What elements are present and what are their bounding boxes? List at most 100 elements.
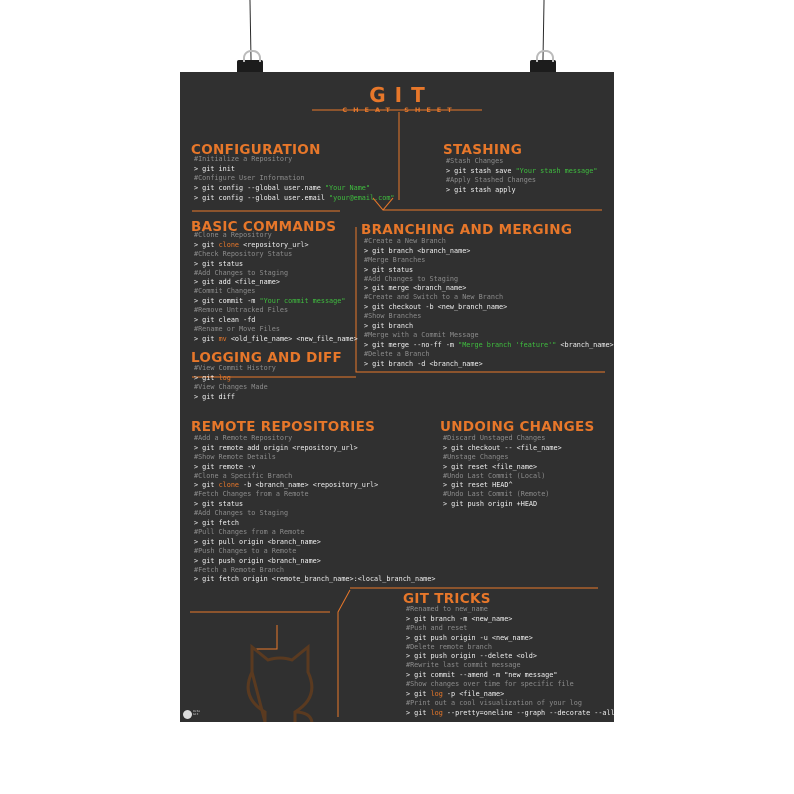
command-line: > git stash apply [446, 185, 597, 195]
text-fragment: > git config --global user.name [194, 183, 325, 192]
comment-line: #Create a New Branch [364, 237, 614, 246]
text-fragment: #Clone a Repository [194, 231, 272, 239]
comment-line: #Initialize a Repository [194, 155, 395, 164]
comment-line: #Clone a Repository [194, 231, 358, 240]
comment-line: #Add Changes to Staging [194, 509, 435, 518]
heading-stashing: STASHING [443, 142, 523, 158]
text-fragment: #Rewrite last commit message [406, 661, 521, 670]
text-fragment: <branch_name> [556, 340, 614, 349]
text-fragment: > git merge <branch_name> [364, 284, 467, 293]
comment-line: #Pull Changes from a Remote [194, 528, 435, 537]
comment-line: #Push Changes to a Remote [194, 547, 435, 556]
comment-line: #Add a Remote Repository [194, 434, 435, 443]
keyword: mv [218, 334, 227, 343]
heading-branching: BRANCHING AND MERGING [361, 222, 573, 238]
text-fragment: #Merge with a Commit Message [364, 330, 479, 339]
command-line: > git commit --amend -m "new message" [406, 670, 614, 680]
poster-clip-icon [530, 50, 556, 74]
comment-line: #Remove Untracked Files [194, 306, 358, 315]
command-line: > git diff [194, 392, 276, 402]
command-line: > git push origin <branch_name> [194, 556, 435, 566]
text-fragment: > git add <file_name> [194, 278, 280, 287]
text-fragment: > git status [194, 259, 244, 268]
heading-remote: REMOTE REPOSITORIES [191, 419, 376, 435]
text-fragment: #Delete a Branch [364, 349, 430, 358]
command-line: > git push origin --delete <old> [406, 651, 614, 661]
text-fragment: > git stash save [446, 166, 516, 175]
text-fragment: #Create and Switch to a New Branch [364, 293, 504, 302]
section-basic-commands: #Clone a Repository> git clone <reposito… [194, 231, 358, 344]
comment-line: #Delete a Branch [364, 350, 614, 359]
text-fragment: #Push and reset [406, 623, 468, 632]
command-line: > git branch -m <new_name> [406, 614, 614, 624]
comment-line: #Unstage Changes [443, 453, 562, 462]
command-line: > git mv <old_file_name> <new_file_name> [194, 334, 358, 344]
text-fragment: #Create a New Branch [364, 237, 446, 245]
text-fragment: #Undo Last Commit (Remote) [443, 490, 550, 499]
command-line: > git push origin +HEAD [443, 499, 562, 509]
keyword: clone [218, 481, 240, 490]
text-fragment: > git [406, 689, 431, 698]
command-line: > git init [194, 164, 395, 174]
text-fragment: --pretty=oneline --graph --decorate --al… [442, 708, 614, 717]
text-fragment: #Print out a cool visualization of your … [406, 698, 582, 707]
text-fragment: #Commit Changes [194, 287, 256, 296]
text-fragment: > git push origin +HEAD [443, 500, 538, 509]
text-fragment: <old_file_name> <new_file_name> [226, 334, 358, 343]
command-line: > git branch [364, 321, 614, 331]
heading-basic-commands: BASIC COMMANDS [191, 219, 337, 235]
comment-line: #Undo Last Commit (Local) [443, 472, 562, 481]
section-remote: #Add a Remote Repository> git remote add… [194, 434, 435, 584]
text-fragment: #Initialize a Repository [194, 155, 293, 163]
comment-line: #Fetch a Remote Branch [194, 566, 435, 575]
string-literal: "your@email.com" [329, 193, 395, 202]
command-line: > git clone <repository_url> [194, 240, 358, 250]
comment-line: #Merge Branches [364, 256, 614, 265]
poster-clip-icon [237, 50, 263, 74]
comment-line: #Create and Switch to a New Branch [364, 293, 614, 302]
string-literal: "Merge branch 'feature'" [458, 340, 557, 349]
text-fragment: > git pull origin <branch_name> [194, 537, 321, 546]
text-fragment: #Add Changes to Staging [364, 274, 459, 283]
keyword: clone [218, 240, 240, 249]
text-fragment: #Configure User Information [194, 173, 305, 182]
comment-line: #View Commit History [194, 364, 276, 373]
comment-line: #Renamed to new_name [406, 605, 614, 614]
text-fragment: -p <file_name> [442, 689, 505, 698]
comment-line: #Rewrite last commit message [406, 661, 614, 670]
text-fragment: > git [194, 481, 219, 490]
text-fragment: > git fetch [194, 518, 240, 527]
text-fragment: #Show Remote Details [194, 452, 276, 461]
command-line: > git checkout -b <new_branch_name> [364, 302, 614, 312]
command-line: > git pull origin <branch_name> [194, 537, 435, 547]
text-fragment: > git remote -v [194, 462, 256, 471]
text-fragment: > git push origin --delete <old> [406, 652, 537, 661]
text-fragment: > git commit -m [194, 297, 260, 306]
text-fragment: > git stash apply [446, 185, 516, 194]
text-fragment: #View Changes Made [194, 382, 268, 391]
command-line: > git config --global user.name "Your Na… [194, 183, 395, 193]
command-line: > git log [194, 373, 276, 383]
command-line: > git stash save "Your stash message" [446, 166, 597, 176]
text-fragment: #Renamed to new_name [406, 605, 488, 613]
command-line: > git clean -fd [194, 315, 358, 325]
comment-line: #Push and reset [406, 624, 614, 633]
command-line: > git log -p <file_name> [406, 689, 614, 699]
brand-logo-icon [183, 710, 192, 719]
decorative-circuit-lines [190, 109, 605, 722]
comment-line: #Configure User Information [194, 174, 395, 183]
command-line: > git merge --no-ff -m "Merge branch 'fe… [364, 340, 614, 350]
comment-line: #Stash Changes [446, 157, 597, 166]
comment-line: #Print out a cool visualization of your … [406, 699, 614, 708]
command-line: > git fetch [194, 518, 435, 528]
text-fragment: > git [194, 373, 219, 382]
text-fragment: #Show Branches [364, 312, 422, 321]
keyword: log [218, 373, 231, 382]
command-line: > git status [364, 265, 614, 275]
octocat-icon [246, 643, 314, 722]
command-line: > git branch <branch_name> [364, 246, 614, 256]
text-fragment: > git merge --no-ff -m [364, 340, 459, 349]
text-fragment: #Undo Last Commit (Local) [443, 471, 546, 480]
comment-line: #Show Branches [364, 312, 614, 321]
text-fragment: > git push origin -u <new_name> [406, 633, 533, 642]
